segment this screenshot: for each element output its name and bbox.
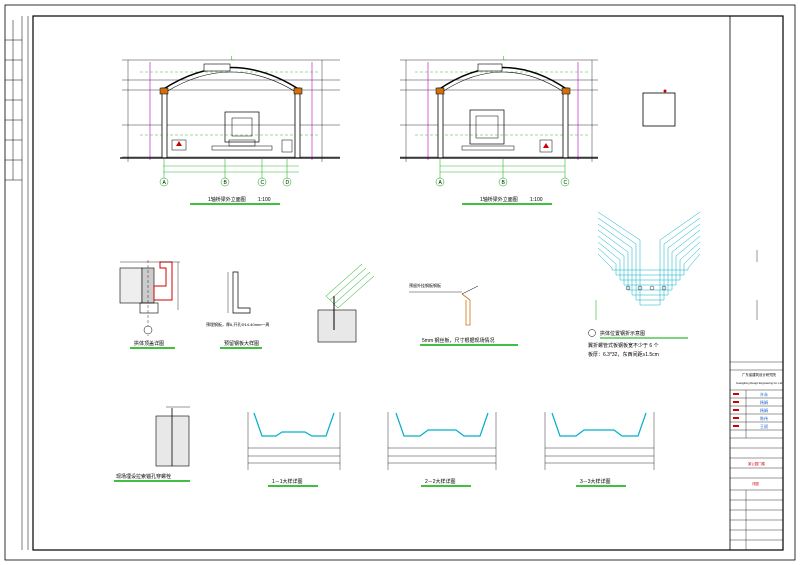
- detail4-caption: 5mm 钢丝板，尺寸根据现场情况: [422, 337, 495, 344]
- detail6-caption: 现场埋设拉索锚孔穿螺栓: [116, 473, 171, 480]
- section3-caption: 3－3大样详图: [580, 478, 611, 485]
- axis-label-b: B: [224, 180, 228, 186]
- axis-label-c: C: [564, 180, 568, 186]
- detail2-note: 预埋钢板，厚6,开孔Φ14-40mm一周: [206, 321, 269, 327]
- elevation-right: L A B C 1轴桥梁外立面图 1:100: [400, 56, 598, 205]
- svg-text:L: L: [503, 56, 506, 62]
- drawing-name: 详图: [752, 481, 759, 486]
- section-1-1: 1－1大样详图: [247, 412, 341, 487]
- signature-5: 王斌: [760, 423, 768, 429]
- detail-steel-truss: 拱体位置钢折示意图 翼折螺管式板钢板宽不少于 6 个 板厚：6.3*32，东西间…: [588, 211, 701, 358]
- axis-label-b: B: [502, 180, 506, 186]
- section-2-2: 2－2大样详图: [387, 412, 497, 487]
- project-name: 某公园门楼: [748, 461, 766, 466]
- section2-caption: 2－2大样详图: [425, 478, 456, 485]
- elevation-right-caption: 1轴桥梁外立面图: [480, 196, 518, 203]
- company-name-en: Guangdong Design Engineering Co.,Ltd.: [736, 381, 783, 385]
- detail5-note1: 翼折螺管式板钢板宽不少于 6 个: [588, 342, 659, 349]
- axis-label-a: A: [439, 180, 443, 186]
- detail2-caption: 预留钢板大样图: [224, 340, 259, 347]
- elevation-left-caption: 1轴桥梁外立面图: [208, 196, 246, 203]
- section1-caption: 1－1大样详图: [272, 478, 303, 485]
- axis-label-d: D: [286, 180, 290, 186]
- detail5-note2: 板厚：6.3*32，东西间距≥1.5cm: [588, 351, 659, 358]
- signature-4: 陈伟: [760, 415, 768, 421]
- detail4-note: 预留外挂钢板钢板: [409, 282, 441, 288]
- axis-label-a: A: [163, 180, 167, 186]
- detail-roof-cap: 拱体顶盖详图: [119, 260, 180, 349]
- elevation-right-scale: 1:100: [530, 197, 543, 203]
- detail-concrete-anchor: 现场埋设拉索锚孔穿螺栓: [114, 406, 190, 482]
- signature-3: 杨娟: [760, 407, 768, 413]
- title-block: 广东省建筑设计研究院 Guangdong Design Engineering …: [729, 16, 783, 550]
- detail5-title: 拱体位置钢折示意图: [600, 330, 645, 337]
- sheet-inner-border: [32, 15, 784, 551]
- binding-strip: [5, 16, 29, 550]
- svg-text:L: L: [231, 56, 234, 62]
- section-3-3: 3－3大样详图: [544, 412, 655, 487]
- signature-1: 许永: [760, 391, 768, 397]
- detail-steel-plate: 预埋钢板，厚6,开孔Φ14-40mm一周 预留钢板大样图: [206, 271, 269, 349]
- small-plan-square: [642, 92, 676, 127]
- company-name: 广东省建筑设计研究院: [742, 372, 777, 377]
- signature-2: 杨娟: [760, 399, 768, 405]
- elevation-left: L A B C D: [120, 56, 340, 205]
- detail-wire-panel: 预留外挂钢板钢板 5mm 钢丝板，尺寸根据现场情况: [409, 282, 518, 346]
- detail1-caption: 拱体顶盖详图: [134, 340, 164, 347]
- sheet-outer-border: [4, 4, 796, 561]
- axis-label-c: C: [261, 180, 265, 186]
- detail-anchor-block: [317, 263, 375, 343]
- elevation-left-scale: 1:100: [258, 197, 271, 203]
